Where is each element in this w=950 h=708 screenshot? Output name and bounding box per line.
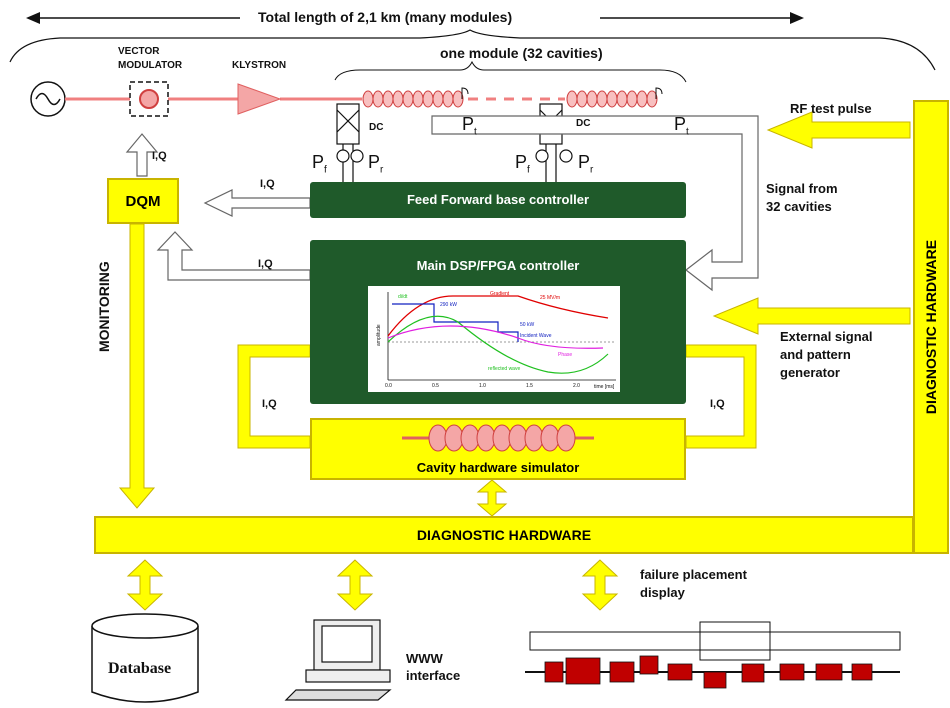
simulator-cavities-icon [402,424,594,452]
pf-left-label: Pf [312,152,327,176]
pf-right-label: Pf [515,152,530,176]
cavity-simulator-title: Cavity hardware simulator [416,460,580,475]
diagnostic-hardware-column: DIAGNOSTIC HARDWARE [913,100,949,554]
module-brace [334,60,687,83]
plot-xlabel: time [ms] [594,384,615,390]
cavity-signal-arrow [431,115,759,292]
total-length-label: Total length of 2,1 km (many modules) [258,9,513,25]
www-interface-label: WWW interface [406,651,461,683]
iq-label-modulator: I,Q [152,150,167,162]
iq-label-left-loop: I,Q [262,398,277,410]
dc-right-label: DC [576,118,591,129]
klystron-icon [237,83,282,115]
one-module-label: one module (32 cavities) [440,45,603,61]
external-signal-arrow [712,297,911,335]
rf-test-pulse-arrow [766,111,911,149]
failure-display-label: failure placement display [640,567,747,600]
plot-xtick: 0.0 [385,383,392,389]
vector-modulator-label: VECTOR MODULATOR [118,46,183,71]
plot-label-25mv: 25 MV/m [540,295,560,301]
computer-icon [284,619,392,701]
rf-test-pulse-label: RF test pulse [790,101,872,116]
plot-label-phase: Phase [558,352,572,358]
pr-right-label: Pr [578,152,594,176]
external-signal-label: External signal and pattern generator [780,329,873,380]
simulator-diag-arrow [476,479,508,517]
iq-label-ff: I,Q [260,178,275,190]
plot-xtick: 1.5 [526,383,533,389]
plot-label-50kw: 50 kW [520,322,534,328]
plot-label-reflected: reflected wave [488,366,520,372]
klystron-label: KLYSTRON [232,60,287,71]
iq-label-main: I,Q [258,258,273,270]
plot-xtick: 0.5 [432,383,439,389]
cavity-simulator-block: Cavity hardware simulator [310,418,686,480]
iq-label-right-loop: I,Q [710,398,725,410]
inset-plot: amplitude Gradient 25 MV/m 290 kW 50 kW … [368,286,620,392]
database-label: Database [108,660,172,677]
pt-right-label: Pt [674,114,689,138]
left-iq-loop [237,344,311,449]
plot-label-didt: di/dt [398,294,408,300]
failure-display-icon [525,621,901,689]
main-to-dqm-arrow [156,231,311,281]
ff-to-dqm-arrow [203,189,311,217]
www-arrow [336,559,374,611]
feed-forward-block: Feed Forward base controller [310,182,686,218]
pt-left-label: Pt [462,114,477,138]
right-iq-loop [685,344,757,449]
dqm-to-modulator-arrow [125,133,159,177]
monitoring-label: MONITORING [96,261,112,352]
plot-xtick: 1.0 [479,383,486,389]
database-icon [91,626,199,703]
dqm-block: DQM [107,178,179,224]
failure-display-arrow [581,559,619,611]
overall-brace [9,29,936,71]
main-controller-title: Main DSP/FPGA controller [416,258,580,273]
diagnostic-hardware-bar: DIAGNOSTIC HARDWARE [94,516,914,554]
plot-label-incident: Incident Wave [520,333,552,339]
plot-label-gradient: Gradient [490,291,510,297]
pr-left-label: Pr [368,152,384,176]
dc-left-label: DC [369,122,384,133]
plot-label-290kw: 290 kW [440,302,457,308]
database-arrow [126,559,164,611]
plot-ylabel: amplitude [376,324,382,346]
signal-from-cavities-label: Signal from 32 cavities [766,181,838,214]
diagnostic-hardware-vertical-label: DIAGNOSTIC HARDWARE [923,239,939,415]
monitoring-arrow [118,223,156,509]
plot-xtick: 2.0 [573,383,580,389]
